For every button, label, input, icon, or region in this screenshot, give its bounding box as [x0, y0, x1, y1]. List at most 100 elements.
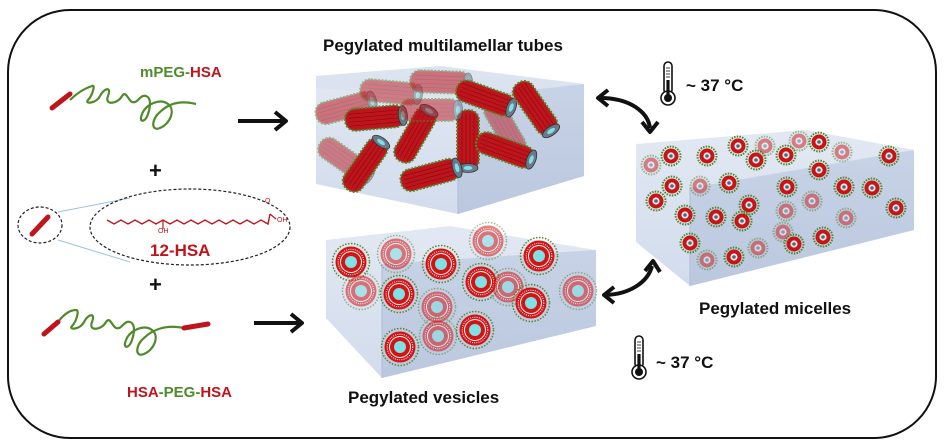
micelle — [640, 154, 662, 176]
zoom-source-circle — [17, 206, 63, 244]
micelle — [772, 221, 794, 243]
tube — [474, 131, 538, 170]
vesicle — [380, 327, 420, 367]
hydroxyl-label: OH — [158, 228, 169, 235]
micelle-group — [640, 130, 907, 271]
vesicle — [455, 310, 495, 350]
micelles-box — [636, 130, 914, 286]
micelles-title: Pegylated micelles — [699, 299, 852, 318]
hsa-rod-left — [41, 319, 61, 337]
micelle — [885, 197, 907, 219]
micelle — [831, 141, 853, 163]
vesicle — [558, 271, 598, 311]
micelle — [801, 190, 823, 212]
plus-sign: + — [149, 272, 162, 297]
arrow-to-vesicles — [254, 312, 304, 334]
micelle — [718, 172, 740, 194]
zoom-line-top — [57, 197, 131, 213]
micelle — [689, 175, 711, 197]
tube-group — [314, 69, 561, 193]
hsa-peg-hsa-label-part: HSA — [127, 384, 159, 401]
mpeg-hsa-label: mPEG-HSA — [140, 64, 222, 81]
micelle — [679, 232, 701, 254]
tubes-title: Pegylated multilamellar tubes — [323, 36, 563, 55]
vesicle — [331, 242, 371, 282]
peg-chain — [69, 84, 197, 130]
hsa-rod — [49, 91, 73, 111]
hsa-rod-right — [181, 321, 211, 331]
tube — [511, 80, 561, 139]
temperature-label: ~ 37 °C — [656, 353, 714, 372]
reversible-arrow-vesicles-micelles — [602, 259, 662, 305]
hsa-peg-hsa-label-part: -PEG- — [158, 384, 201, 401]
tube — [399, 157, 463, 193]
micelle — [723, 246, 745, 268]
hsa-peg-hsa-molecule — [41, 308, 211, 356]
micelle — [696, 145, 718, 167]
vesicle — [379, 274, 419, 314]
micelle — [833, 176, 855, 198]
micelle — [674, 204, 696, 226]
micelle — [783, 233, 805, 255]
micelle — [747, 237, 769, 259]
micelle — [776, 176, 798, 198]
vesicles-title: Pegylated vesicles — [348, 388, 500, 407]
mpeg-hsa-molecule — [49, 84, 197, 130]
micelle — [808, 159, 830, 181]
12-hsa-label: 12-HSA — [150, 241, 211, 260]
hsa-peg-hsa-label: HSA-PEG-HSA — [127, 384, 232, 401]
micelle — [775, 144, 797, 166]
temperature-label: ~ 37 °C — [686, 76, 744, 95]
vesicle — [519, 236, 559, 276]
micelle — [696, 249, 718, 271]
tubes-box — [314, 66, 584, 214]
tube — [454, 79, 518, 118]
vesicle — [461, 262, 501, 302]
vesicle — [421, 244, 461, 284]
micelle — [775, 200, 797, 222]
vesicle — [418, 316, 458, 356]
plus-sign: + — [149, 158, 162, 183]
peg-chain — [57, 308, 185, 356]
acid-label: OH — [277, 217, 288, 224]
acid-bond — [269, 213, 277, 220]
micelle — [878, 145, 900, 167]
tube — [399, 98, 463, 122]
hsa-peg-hsa-label-part: HSA — [200, 384, 233, 401]
micelle — [808, 131, 830, 153]
outer-frame — [7, 9, 937, 439]
tube — [456, 109, 480, 173]
micelle — [788, 130, 810, 152]
mpeg-hsa-label-part: mPEG- — [140, 64, 191, 81]
micelle — [812, 226, 834, 248]
vesicle — [417, 287, 457, 327]
micelle — [705, 206, 727, 228]
arrow-to-tubes — [238, 110, 288, 132]
tube — [341, 134, 391, 193]
micelle — [661, 175, 683, 197]
thermometer-icon — [631, 335, 647, 380]
mpeg-hsa-label-part: HSA — [190, 64, 222, 81]
micelle — [731, 210, 753, 232]
micelle — [861, 177, 883, 199]
vesicle — [376, 234, 416, 274]
micelle — [660, 145, 682, 167]
carbonyl-label: O — [265, 198, 271, 205]
vesicle — [511, 283, 551, 323]
vesicles-box — [326, 221, 598, 378]
zoom-line-bottom — [57, 239, 131, 263]
micelle — [835, 207, 857, 229]
carbon-chain — [106, 213, 271, 226]
reversible-arrow-tubes-micelles — [596, 88, 660, 134]
micelle — [727, 135, 749, 157]
12-hsa-detail — [17, 188, 291, 266]
thermometer-icon — [660, 61, 676, 106]
vesicle — [468, 221, 508, 261]
vesicle-group — [331, 221, 598, 367]
zoom-ellipse — [89, 188, 291, 266]
micelle — [645, 190, 667, 212]
hsa-rod — [29, 214, 51, 237]
vesicle — [341, 271, 381, 311]
micelle — [754, 135, 776, 157]
